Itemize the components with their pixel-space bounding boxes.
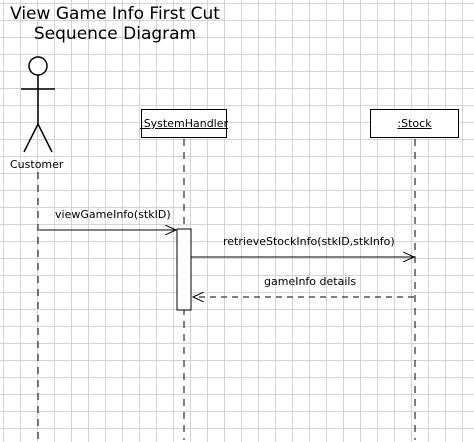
lifeline-box-system-handler: :SystemHandler bbox=[139, 109, 229, 138]
actor-right-leg bbox=[37, 123, 53, 153]
lifeline-label-stock: :Stock bbox=[397, 117, 432, 130]
message-label-view-game-info: viewGameInfo(stkID) bbox=[55, 208, 171, 221]
diagram-title-line-2: Sequence Diagram bbox=[33, 24, 197, 44]
actor-label-customer: Customer bbox=[10, 158, 64, 171]
lifeline-box-stock: :Stock bbox=[370, 109, 459, 138]
activation-bar bbox=[176, 228, 192, 311]
message-label-game-info-details: gameInfo details bbox=[264, 275, 357, 288]
actor-stick-figure bbox=[21, 56, 55, 153]
actor-head bbox=[28, 56, 48, 76]
message-label-retrieve-stock-info: retrieveStockInfo(stkID,stkInfo) bbox=[223, 235, 395, 248]
actor-left-leg bbox=[23, 123, 39, 153]
diagram-title-line-1: View Game Info First Cut bbox=[10, 4, 220, 24]
lifeline-label-system-handler: :SystemHandler bbox=[139, 117, 229, 130]
